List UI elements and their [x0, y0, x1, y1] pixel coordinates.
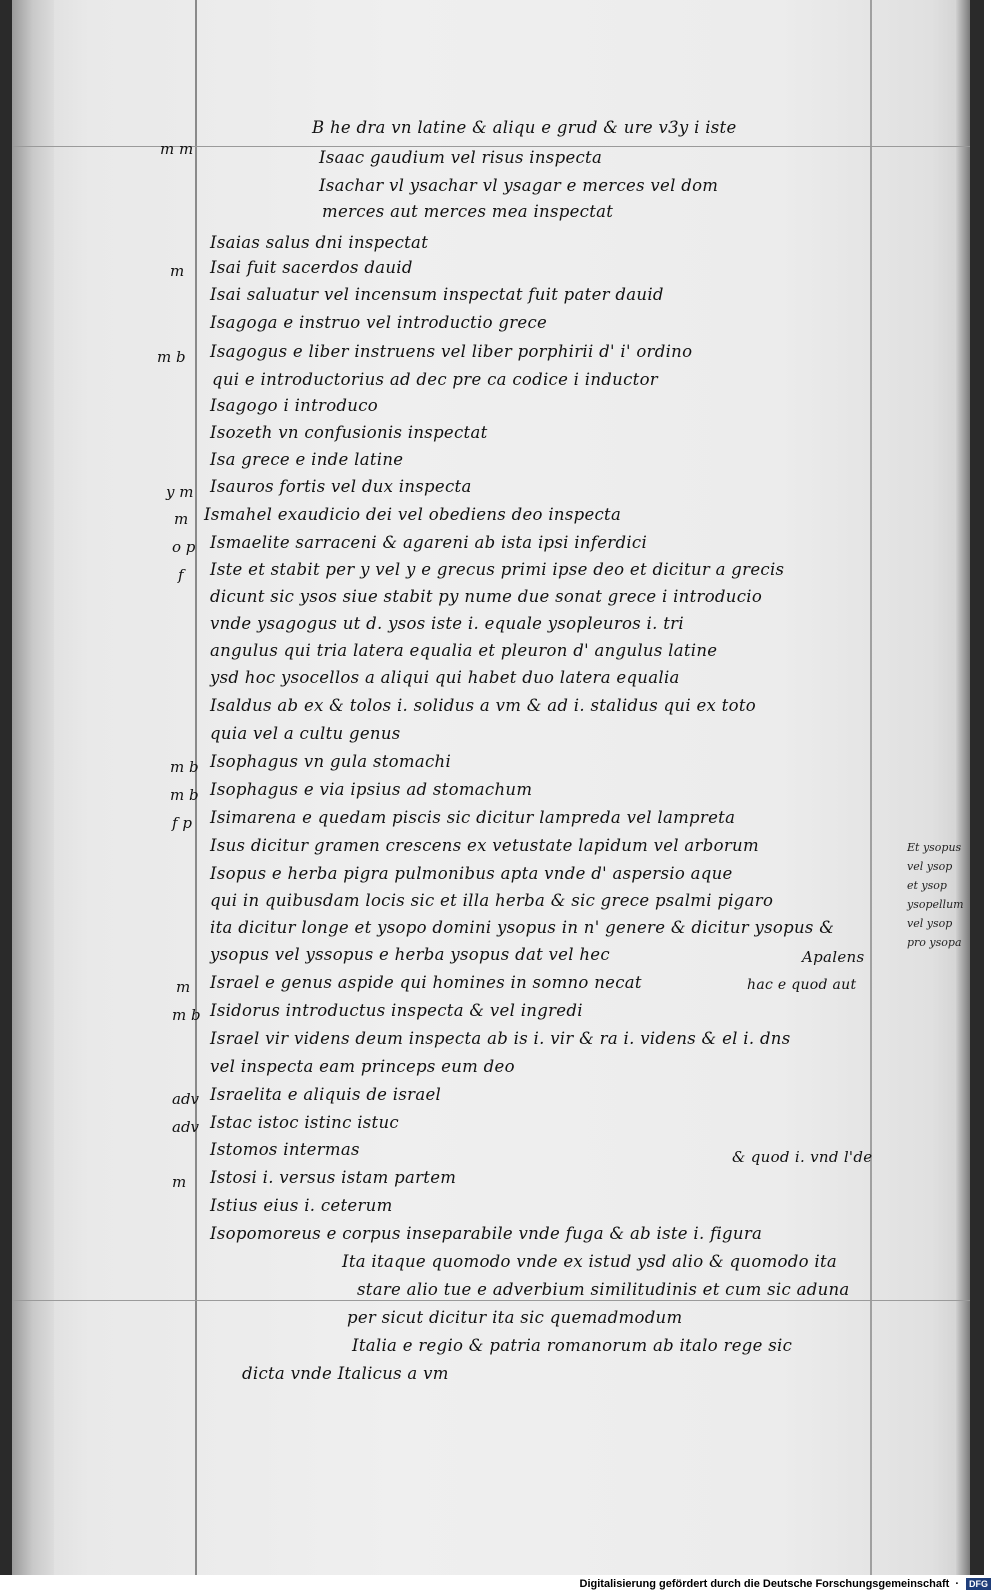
- text-line: Ita itaque quomodo vnde ex istud ysd ali…: [342, 1252, 838, 1271]
- text-line: ita dicitur longe et ysopo domini ysopus…: [210, 918, 835, 937]
- margin-annotation: o p: [172, 538, 196, 556]
- text-line: Isidorus introductus inspecta & vel ingr…: [210, 1001, 583, 1020]
- margin-annotation: m b: [170, 786, 199, 804]
- text-line: stare alio tue e adverbium similitudinis…: [357, 1280, 850, 1299]
- text-line: Israel e genus aspide qui homines in som…: [210, 973, 642, 992]
- inline-note: hac e quod aut: [747, 977, 857, 993]
- margin-annotation: m b: [172, 1006, 201, 1024]
- text-line: quia vel a cultu genus: [210, 724, 401, 743]
- text-line: Isaias salus dni inspectat: [210, 233, 429, 252]
- text-line: Isopomoreus e corpus inseparabile vnde f…: [210, 1224, 763, 1243]
- margin-annotation: f: [178, 566, 184, 584]
- margin-annotation: m b: [170, 758, 199, 776]
- text-line: Ismahel exaudicio dei vel obediens deo i…: [204, 505, 622, 524]
- text-line: ysd hoc ysocellos a aliqui qui habet duo…: [210, 668, 680, 687]
- text-line: ysopus vel yssopus e herba ysopus dat ve…: [210, 945, 610, 964]
- text-line: Isagoga e instruo vel introductio grece: [210, 313, 548, 332]
- text-line: Italia e regio & patria romanorum ab ita…: [352, 1336, 793, 1355]
- text-line: dicta vnde Italicus a vm: [242, 1364, 449, 1383]
- right-margin-note: et ysop: [907, 879, 947, 892]
- margin-annotation: adv: [172, 1118, 200, 1136]
- text-line: Isachar vl ysachar vl ysagar e merces ve…: [319, 176, 719, 195]
- text-line: Isai fuit sacerdos dauid: [210, 258, 413, 277]
- text-line: vel inspecta eam princeps eum deo: [210, 1057, 515, 1076]
- ruling-line-left: [195, 0, 197, 1575]
- text-line: Isaldus ab ex & tolos i. solidus a vm & …: [210, 696, 756, 715]
- page-right-edge: [956, 0, 970, 1575]
- text-line: Israel vir videns deum inspecta ab is i.…: [210, 1029, 791, 1048]
- footer-bar: Digitalisierung gefördert durch die Deut…: [0, 1575, 1000, 1593]
- text-line: Isai saluatur vel incensum inspectat fui…: [210, 285, 664, 304]
- text-line: Israelita e aliquis de israel: [210, 1085, 442, 1104]
- right-insertion: & quod i. vnd l'de: [732, 1148, 873, 1166]
- text-line: dicunt sic ysos siue stabit py nume due …: [210, 587, 763, 606]
- margin-annotation: y m: [166, 483, 194, 501]
- dfg-logo: DFG: [965, 1577, 992, 1591]
- ruling-line-right: [870, 0, 872, 1575]
- text-line: Istac istoc istinc istuc: [210, 1113, 399, 1132]
- right-margin-note: vel ysop: [907, 860, 953, 873]
- right-insertion: Apalens: [802, 948, 865, 966]
- text-line: Isauros fortis vel dux inspecta: [210, 477, 472, 496]
- text-line: Isaac gaudium vel risus inspecta: [319, 148, 603, 167]
- margin-annotation: m: [174, 510, 189, 528]
- text-line: per sicut dicitur ita sic quemadmodum: [347, 1308, 683, 1327]
- text-line: vnde ysagogus ut d. ysos iste i. equale …: [210, 614, 684, 633]
- margin-annotation: f p: [172, 814, 192, 832]
- text-line: Ismaelite sarraceni & agareni ab ista ip…: [210, 533, 648, 552]
- page-gutter-shadow: [12, 0, 54, 1575]
- text-line: merces aut merces mea inspectat: [322, 202, 614, 221]
- margin-annotation: m b: [157, 348, 186, 366]
- text-line: qui in quibusdam locis sic et illa herba…: [210, 891, 774, 910]
- text-line: Isa grece e inde latine: [210, 450, 404, 469]
- manuscript-page: B he dra vn latine & aliqu e grud & ure …: [12, 0, 970, 1575]
- ruling-line-top: [12, 146, 970, 147]
- ruling-line-bottom: [12, 1300, 970, 1301]
- right-margin-note: pro ysopa: [907, 936, 962, 949]
- footer-credit: Digitalisierung gefördert durch die Deut…: [579, 1578, 950, 1590]
- text-line: angulus qui tria latera equalia et pleur…: [210, 641, 718, 660]
- margin-annotation: m: [172, 1173, 187, 1191]
- text-line: B he dra vn latine & aliqu e grud & ure …: [312, 118, 737, 137]
- footer-separator: ·: [955, 1578, 959, 1590]
- right-margin-note: Et ysopus: [907, 841, 962, 854]
- text-line: Istomos intermas: [210, 1140, 360, 1159]
- text-line: qui e introductorius ad dec pre ca codic…: [212, 370, 658, 389]
- right-margin-note: ysopellum: [907, 898, 964, 911]
- text-line: Isagogus e liber instruens vel liber por…: [210, 342, 693, 361]
- text-line: Iste et stabit per y vel y e grecus prim…: [210, 560, 785, 579]
- margin-annotation: m: [176, 978, 191, 996]
- text-line: Isophagus e via ipsius ad stomachum: [210, 780, 533, 799]
- margin-annotation: adv: [172, 1090, 200, 1108]
- text-line: Isus dicitur gramen crescens ex vetustat…: [210, 836, 759, 855]
- text-line: Isopus e herba pigra pulmonibus apta vnd…: [210, 864, 733, 883]
- margin-annotation: m: [170, 262, 185, 280]
- right-margin-note: vel ysop: [907, 917, 953, 930]
- text-line: Istosi i. versus istam partem: [210, 1168, 457, 1187]
- text-line: Isozeth vn confusionis inspectat: [210, 423, 488, 442]
- text-line: Isagogo i introduco: [210, 396, 379, 415]
- text-line: Isimarena e quedam piscis sic dicitur la…: [210, 808, 736, 827]
- text-line: Istius eius i. ceterum: [210, 1196, 393, 1215]
- margin-annotation: m m: [160, 140, 194, 158]
- text-line: Isophagus vn gula stomachi: [210, 752, 452, 771]
